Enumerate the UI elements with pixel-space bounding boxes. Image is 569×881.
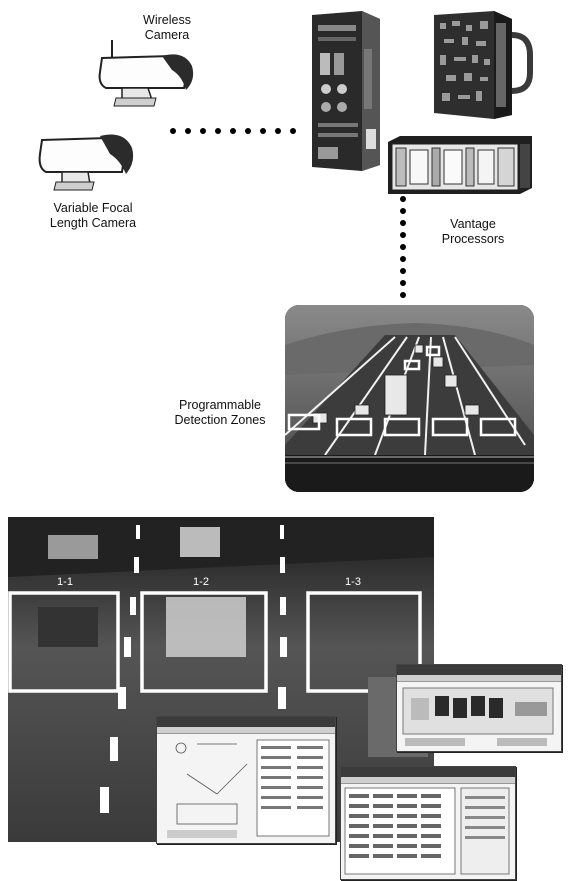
detection-zones-monitor: [285, 305, 534, 492]
software-window-top-right: [396, 664, 562, 752]
variable-focal-camera-icon: [36, 124, 140, 194]
zone-id-1: 1-1: [50, 575, 80, 590]
software-window-bottom-right: [340, 766, 516, 880]
wireless-camera-label: Wireless Camera: [132, 13, 202, 43]
detection-zones-label: Programmable Detection Zones: [160, 398, 280, 428]
card-processor-icon: [430, 9, 534, 121]
zone-id-3: 1-3: [338, 575, 368, 590]
processor-connector-dots: [400, 196, 408, 300]
software-window-center: [156, 716, 336, 844]
variable-focal-camera-label: Variable Focal Length Camera: [34, 201, 152, 231]
camera-connector-dots: [170, 128, 300, 136]
processors-label: Vantage Processors: [432, 217, 514, 247]
chassis-processor-icon: [386, 134, 534, 196]
wireless-camera-icon: [92, 36, 202, 108]
zone-id-2: 1-2: [186, 575, 216, 590]
tower-processor-icon: [306, 9, 384, 173]
